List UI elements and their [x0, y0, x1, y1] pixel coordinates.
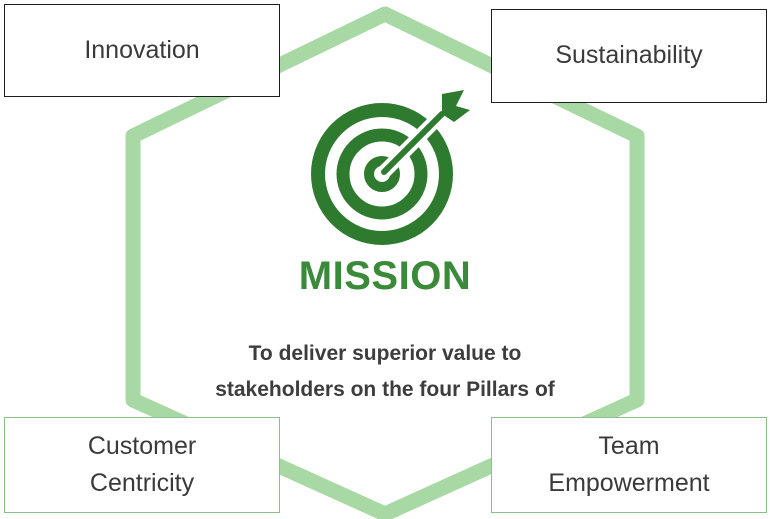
pillar-label: Customer Centricity [87, 431, 197, 498]
target-arrow-icon [311, 90, 470, 245]
pillar-team-empowerment: Team Empowerment [491, 417, 767, 513]
pillar-label: Team Empowerment [548, 431, 710, 498]
pillar-sustainability: Sustainability [491, 9, 767, 103]
pillar-label: Innovation [84, 35, 200, 64]
pillar-label: Sustainability [555, 41, 703, 70]
pillar-innovation: Innovation [4, 4, 280, 97]
mission-title: MISSION [298, 254, 472, 298]
pillar-customer-centricity: Customer Centricity [4, 417, 280, 513]
mission-statement: To deliver superior value to stakeholder… [215, 342, 555, 402]
